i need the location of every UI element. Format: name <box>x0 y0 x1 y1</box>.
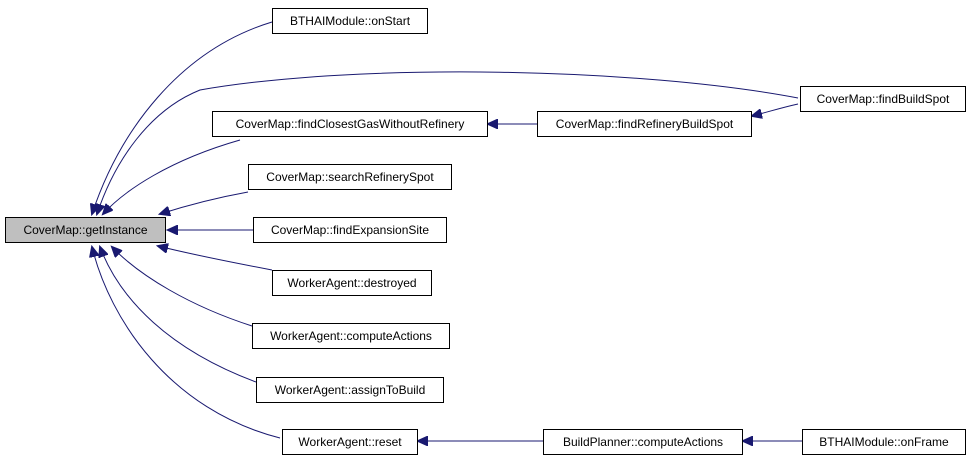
edge-computeactions-to-getinstance <box>112 247 253 327</box>
edge-assigntobuild-to-getinstance <box>100 247 257 383</box>
edge-destroyed-to-getinstance <box>158 246 273 271</box>
node-workeragent-reset[interactable]: WorkerAgent::reset <box>282 429 418 455</box>
edge-findbuildspot-to-findrefinerybuildspot <box>752 103 799 116</box>
node-covermap-findclosestgaswithoutrefinery[interactable]: CoverMap::findClosestGasWithoutRefinery <box>212 111 488 137</box>
node-bthaimodule-onstart[interactable]: BTHAIModule::onStart <box>272 8 428 34</box>
edge-findbuildspot-to-getinstance <box>97 71 799 214</box>
node-covermap-findbuildspot[interactable]: CoverMap::findBuildSpot <box>800 86 966 112</box>
node-covermap-findexpansionsite[interactable]: CoverMap::findExpansionSite <box>253 217 447 243</box>
node-covermap-searchrefineryspot[interactable]: CoverMap::searchRefinerySpot <box>248 164 452 190</box>
edge-reset-to-getinstance <box>92 247 281 439</box>
edge-searchrefineryspot-to-getinstance <box>160 191 249 214</box>
node-covermap-getinstance[interactable]: CoverMap::getInstance <box>5 217 166 243</box>
node-workeragent-assigntobuild[interactable]: WorkerAgent::assignToBuild <box>256 377 444 403</box>
edge-onstart-to-getinstance <box>92 21 273 214</box>
node-workeragent-destroyed[interactable]: WorkerAgent::destroyed <box>272 270 432 296</box>
node-covermap-findrefinerybuildspot[interactable]: CoverMap::findRefineryBuildSpot <box>537 111 752 137</box>
node-workeragent-computeactions[interactable]: WorkerAgent::computeActions <box>252 323 450 349</box>
node-buildplanner-computeactions[interactable]: BuildPlanner::computeActions <box>543 429 743 455</box>
node-bthaimodule-onframe[interactable]: BTHAIModule::onFrame <box>802 429 966 455</box>
edge-findclosestgas-to-getinstance <box>103 139 241 214</box>
